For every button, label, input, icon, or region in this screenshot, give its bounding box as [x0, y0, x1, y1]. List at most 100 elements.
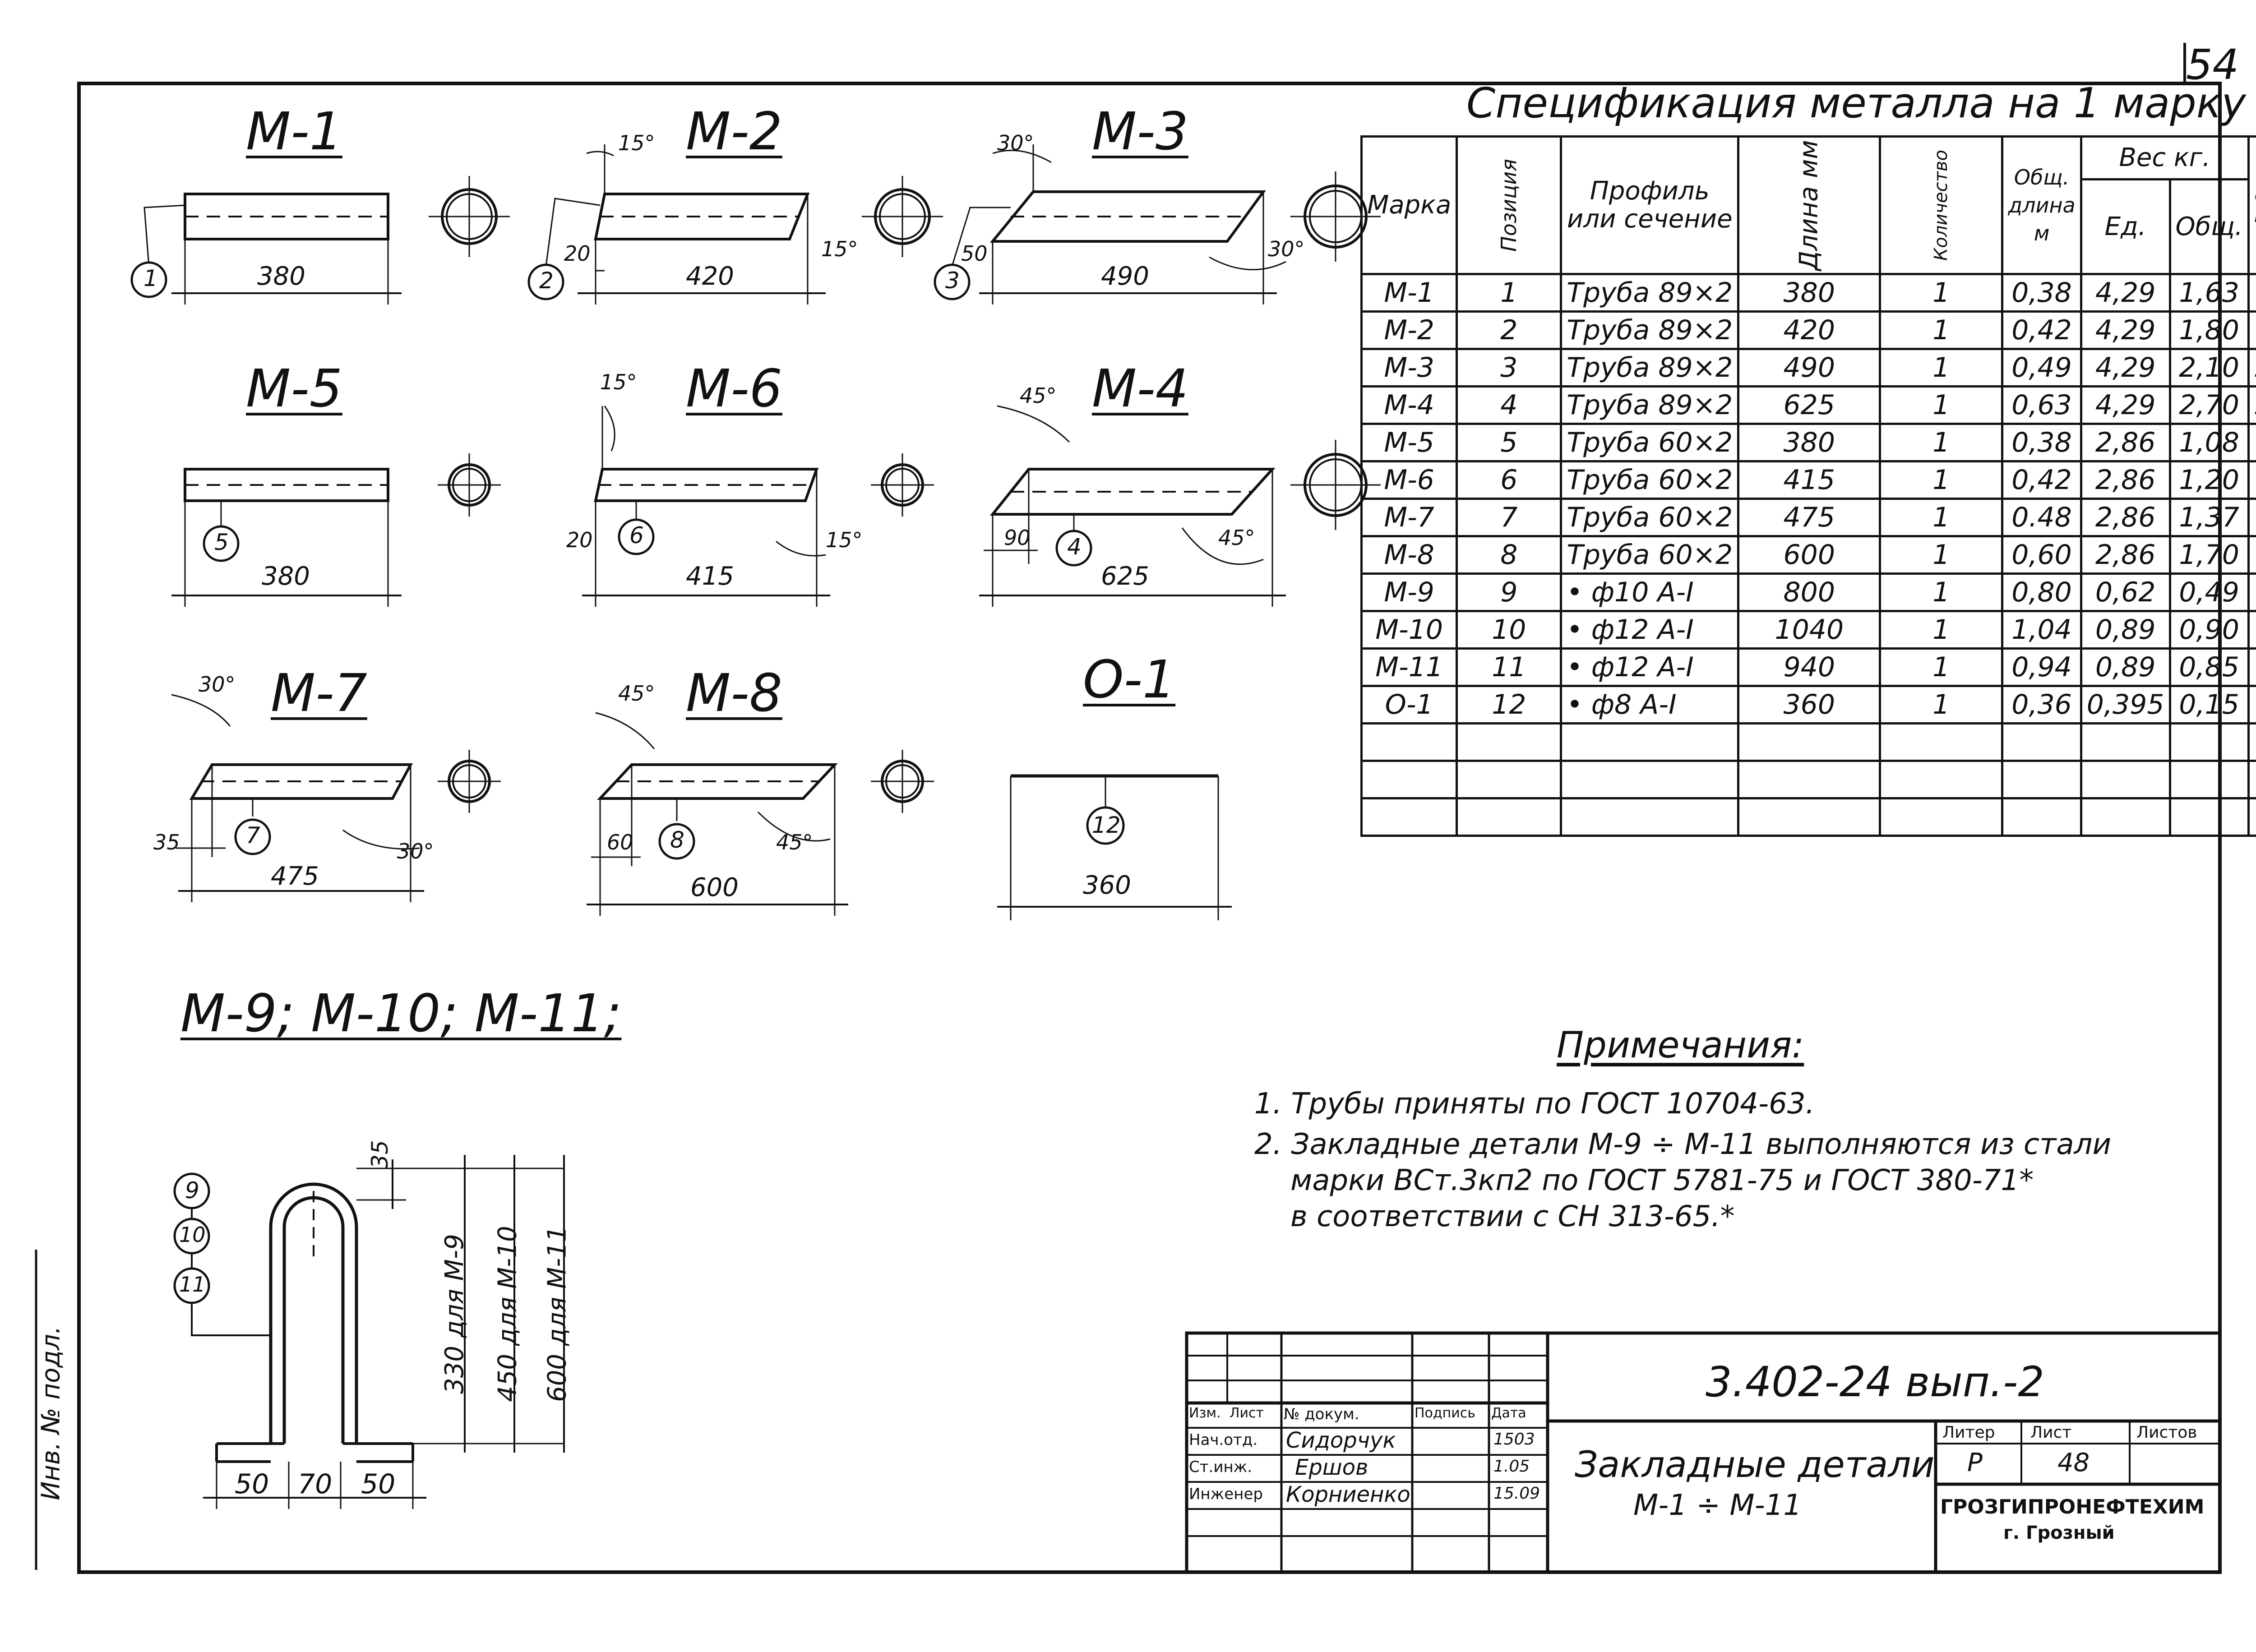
pos-bubble-8: [658, 823, 695, 860]
spec-cell-empty: [2080, 797, 2171, 837]
spec-cell-total: 0,85: [2168, 647, 2250, 687]
spec-cell-mark: М-6: [1360, 460, 1458, 500]
spec-cell-empty: [2080, 722, 2171, 762]
spec-cell-unit: 0,89: [2080, 610, 2171, 650]
m8-title: М-8: [686, 663, 782, 724]
spec-cell-profile: • ф12 А-I: [1560, 610, 1740, 650]
spec-cell-qty: 1: [1879, 273, 2004, 313]
anchor-dim-top: 35: [366, 1140, 393, 1169]
spec-cell-length: 600: [1737, 535, 1882, 575]
spec-cell-total: 1,08: [2168, 423, 2250, 462]
stamp-role-3: Инженер: [1189, 1485, 1263, 1503]
spec-cell-profile: Труба 89×2: [1560, 310, 1740, 350]
spec-cell-pos: 3: [1456, 348, 1563, 388]
m4-angle-top: 45°: [1020, 383, 1057, 408]
spec-cell-empty: [1360, 797, 1458, 837]
spec-cell-qty: 1: [1879, 535, 2004, 575]
spec-cell-unit: 4,29: [2080, 385, 2171, 425]
spec-cell-qty: 1: [1879, 423, 2004, 462]
note-2-cont2: в соответствии с СН 313-65.*: [1290, 1200, 1735, 1233]
spec-cell-length: 380: [1737, 423, 1882, 462]
col-quantity: Количество: [1879, 135, 2004, 275]
spec-cell-total: 1,70: [2168, 535, 2250, 575]
spec-cell-empty: [2001, 722, 2082, 762]
o1-length: 360: [1083, 871, 1131, 900]
spec-cell-mark: М-2: [1360, 310, 1458, 350]
spec-cell-empty: [1560, 760, 1740, 799]
spec-cell-profile: Труба 60×2: [1560, 423, 1740, 462]
m5-pos: 5: [214, 529, 229, 555]
spec-cell-mark: М-10: [1360, 610, 1458, 650]
spec-cell-qty: 1: [1879, 385, 2004, 425]
spec-cell-total-len: 0,42: [2001, 310, 2082, 350]
spec-cell-mark: М-1: [1360, 273, 1458, 313]
spec-cell-unit: 2,86: [2080, 498, 2171, 537]
spec-cell-length: 415: [1737, 460, 1882, 500]
pos-bubble-4: [1055, 530, 1092, 567]
spec-cell-mark-w: 0.15: [2247, 685, 2256, 724]
spec-cell-total: 0,90: [2168, 610, 2250, 650]
m8-angle-bottom: 45°: [776, 830, 813, 854]
spec-cell-mark-w: 1.37: [2247, 498, 2256, 537]
spec-cell-total: 1,20: [2168, 460, 2250, 500]
spec-cell-total: 1,80: [2168, 310, 2250, 350]
m8-angle-top: 45°: [618, 681, 655, 706]
spec-cell-unit: 2,86: [2080, 423, 2171, 462]
m7-pos: 7: [246, 822, 260, 849]
m4-title: М-4: [1092, 359, 1188, 419]
m6-length: 415: [686, 562, 734, 591]
spec-cell-mark-w: 1.70: [2247, 535, 2256, 575]
anchor-dim-m11: 600 для М-11: [542, 1226, 572, 1402]
spec-cell-mark: М-5: [1360, 423, 1458, 462]
spec-cell-profile: • ф8 А-I: [1560, 685, 1740, 724]
spec-cell-total-len: 0,63: [2001, 385, 2082, 425]
spec-cell-empty: [2001, 760, 2082, 799]
spec-cell-unit: 4,29: [2080, 273, 2171, 313]
spec-cell-mark-w: 2,70: [2247, 385, 2256, 425]
stamp-city: г. Грозный: [2003, 1523, 2115, 1543]
m2-title: М-2: [686, 102, 782, 162]
spec-cell-empty: [1360, 722, 1458, 762]
spec-cell-empty: [2247, 797, 2256, 837]
spec-table: Марка Позиция Профиль или сечение Длина …: [1360, 135, 2256, 837]
spec-cell-total: 0,15: [2168, 685, 2250, 724]
spec-row-empty: [1360, 797, 2256, 837]
m7-length: 475: [271, 862, 319, 891]
spec-row-empty: [1360, 722, 2256, 762]
m3-title: М-3: [1092, 102, 1188, 162]
spec-cell-pos: 11: [1456, 647, 1563, 687]
o1-title: О-1: [1083, 650, 1176, 710]
o1-pos: 12: [1092, 812, 1121, 838]
spec-cell-empty: [2168, 760, 2250, 799]
anchor-pos-9: 9: [185, 1177, 199, 1204]
stamp-sheet-label: Лист: [2030, 1423, 2072, 1442]
spec-cell-empty: [1456, 722, 1563, 762]
spec-cell-total-len: 0,94: [2001, 647, 2082, 687]
stamp-date-3: 15.09: [1493, 1484, 1540, 1503]
spec-cell-empty: [2168, 722, 2250, 762]
col-quantity-label: Количество: [1931, 149, 1952, 261]
pos-bubble-2: [527, 263, 564, 300]
spec-cell-empty: [2001, 797, 2082, 837]
m4-drawing: [979, 405, 1381, 607]
spec-cell-length: 490: [1737, 348, 1882, 388]
spec-cell-empty: [1560, 797, 1740, 837]
anchor-dim-mid: 70: [298, 1468, 333, 1500]
note-2: 2. Закладные детали М-9 ÷ М-11 выполняют…: [1254, 1128, 2112, 1161]
m1-drawing: [143, 176, 510, 305]
stamp-sheet-value: 48: [2057, 1448, 2090, 1477]
col-weight-group: Вес кг.: [2080, 135, 2250, 180]
m3-angle-bottom: 30°: [1268, 237, 1305, 261]
m2-length: 420: [686, 262, 734, 291]
spec-cell-empty: [1879, 797, 2004, 837]
o1-drawing: [997, 774, 1232, 920]
m8-length: 600: [690, 873, 739, 902]
spec-cell-unit: 2,86: [2080, 535, 2171, 575]
spec-cell-qty: 1: [1879, 647, 2004, 687]
pos-bubble-7: [234, 818, 271, 855]
anchor-title: М-9; М-10; М-11;: [180, 983, 622, 1044]
